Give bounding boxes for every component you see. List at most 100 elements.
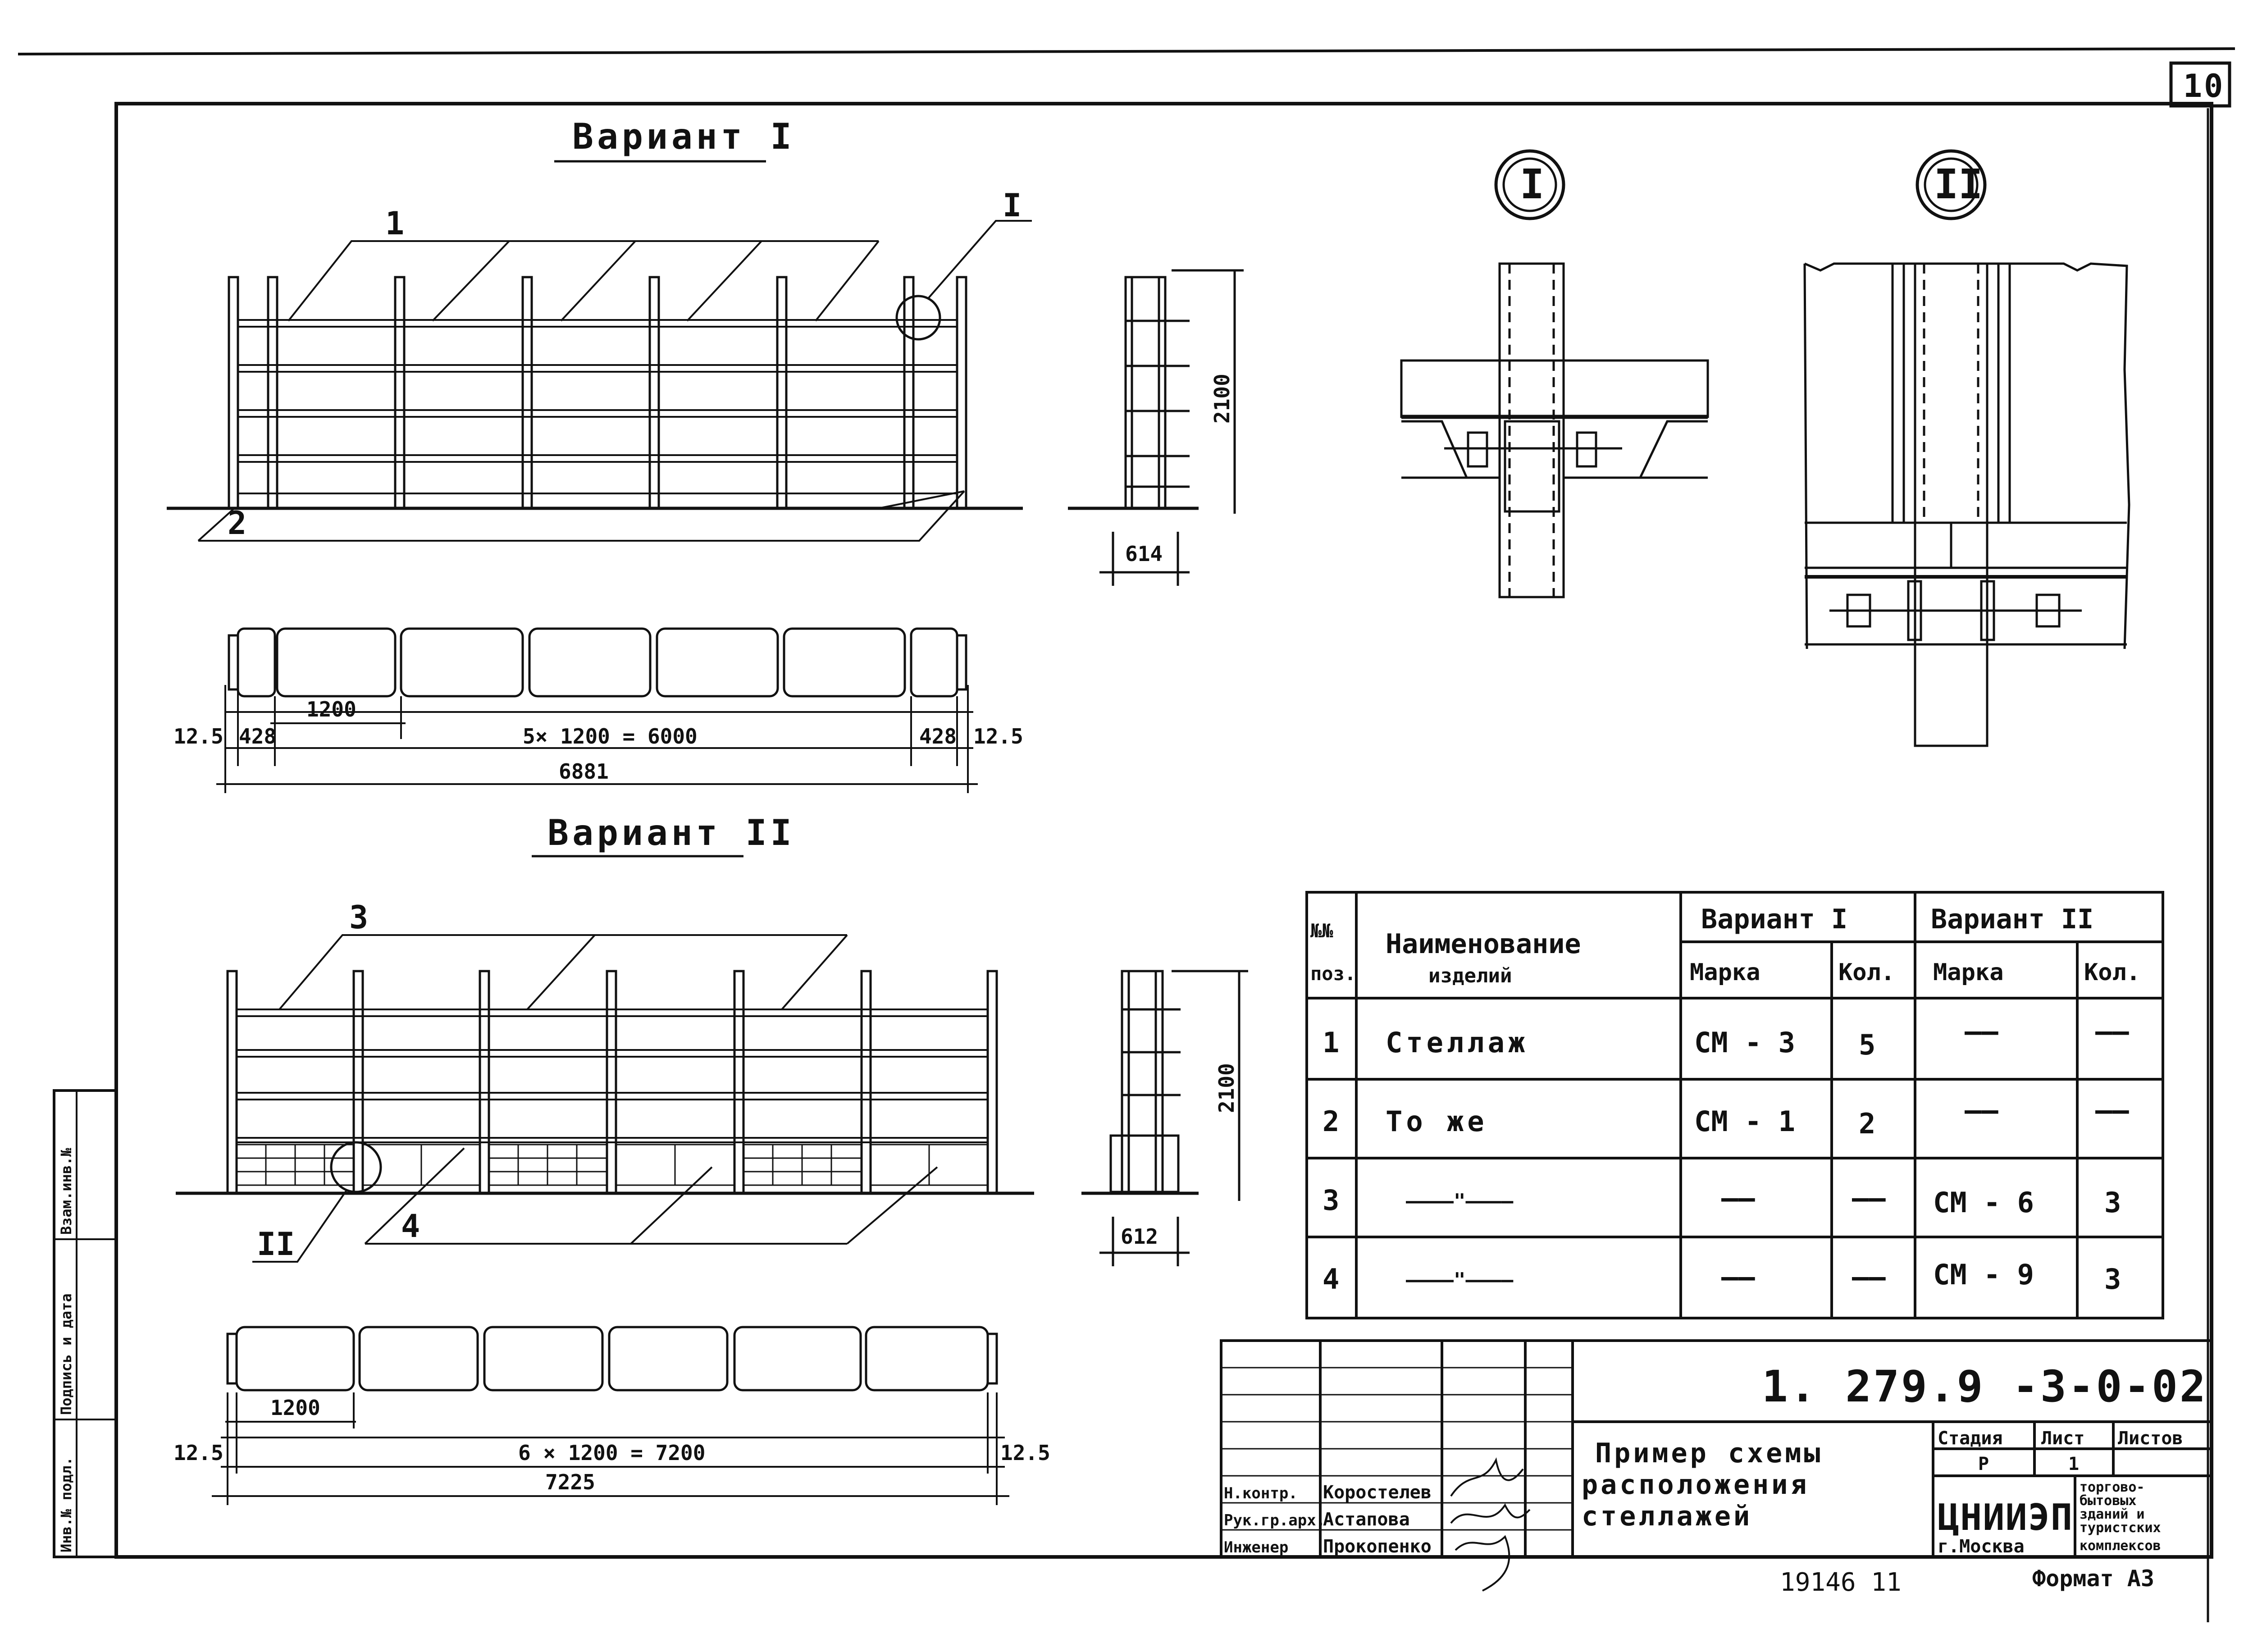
spec-row3-v1-mark: —— <box>1721 1182 1755 1214</box>
v2-callout-3: 3 <box>349 899 368 936</box>
spec-row3-name: ————"———— <box>1406 1190 1514 1213</box>
title-line-2: расположения <box>1582 1469 1809 1501</box>
variant1-side-view <box>1068 269 1244 586</box>
org-dept-1: торгово- <box>2080 1479 2145 1495</box>
sheet-value: 1 <box>2068 1454 2079 1474</box>
org-dept-4: туристских <box>2080 1520 2161 1536</box>
spec-row4-v2-mark: СМ - 9 <box>1933 1258 2034 1291</box>
spec-head-mark-v2: Марка <box>1933 959 2004 986</box>
role-1: Н.контр. <box>1224 1484 1298 1502</box>
org-dept-3: зданий и <box>2080 1506 2145 1522</box>
v2-callout-4: 4 <box>401 1208 420 1245</box>
detail-node-2-label: II <box>1934 161 1983 208</box>
spec-row3-v2-mark: СМ - 6 <box>1933 1186 2034 1219</box>
detail-node-1-label: I <box>1520 161 1544 208</box>
v1-callout-node: I <box>1003 187 1022 224</box>
role-2-name: Астапова <box>1323 1509 1410 1530</box>
title-block-code: 1. 279.9 -3-0-02 <box>1762 1361 2207 1412</box>
detail-node-2 <box>1803 149 2130 747</box>
spec-row2-v1-mark: СМ - 1 <box>1694 1105 1795 1138</box>
spec-table: №№ поз. Наименование изделий Вариант I В… <box>1305 891 2164 1319</box>
role-3-name: Прокопенко <box>1323 1536 1432 1557</box>
spec-row1-pos: 1 <box>1323 1026 1339 1059</box>
spec-row2-pos: 2 <box>1323 1105 1339 1138</box>
format-label: Формат А3 <box>2032 1565 2154 1592</box>
variant2-plan <box>226 1326 998 1392</box>
org-city: г.Москва <box>1938 1536 2025 1557</box>
v1-dim-total: 6881 <box>559 759 609 784</box>
spec-head-mark-v1: Марка <box>1690 959 1760 986</box>
sheet-number-box <box>2169 61 2231 108</box>
v2-callout-node: II <box>257 1226 295 1263</box>
variant2-elevation: Вариант II <box>176 813 1034 1263</box>
side-strip: Инв.№ подл. Подпись и дата Взам.инв.№ <box>53 1089 118 1558</box>
signatures <box>1450 1457 1531 1592</box>
v1-side-height: 2100 <box>1210 374 1234 424</box>
spec-head-name-2: изделий <box>1428 964 1512 987</box>
spec-row4-v2-qty: 3 <box>2104 1263 2121 1296</box>
title-block: 1. 279.9 -3-0-02 Пример схемы расположен… <box>1220 1339 2213 1592</box>
spec-head-qty-v2: Кол. <box>2084 959 2140 986</box>
side-inv-orig: Инв.№ подл. <box>58 1457 75 1552</box>
stage-value: Р <box>1978 1454 1989 1474</box>
spec-row2-v1-qty: 2 <box>1859 1107 1875 1140</box>
spec-head-pos-2: поз. <box>1310 963 1356 985</box>
v2-dim-module: 1200 <box>270 1396 320 1420</box>
org-dept-2: бытовых <box>2080 1493 2136 1509</box>
spec-row3-pos: 3 <box>1323 1184 1339 1217</box>
spec-row1-v1-mark: СМ - 3 <box>1694 1026 1795 1059</box>
spec-head-variant2: Вариант II <box>1931 904 2093 935</box>
spec-row2-v2-qty: —— <box>2095 1094 2129 1127</box>
side-inv-repl: Взам.инв.№ <box>58 1148 75 1235</box>
detail-node-1 <box>1400 149 1709 598</box>
v1-dim-module: 1200 <box>306 697 356 721</box>
variant1-elevation: Вариант I <box>167 117 1032 542</box>
spec-row2-name: То же <box>1386 1105 1488 1138</box>
v2-dim-span: 6 × 1200 = 7200 <box>518 1441 705 1465</box>
spec-row1-v2-mark: —— <box>1965 1015 1998 1048</box>
role-1-name: Коростелев <box>1323 1482 1432 1503</box>
stage-label: Стадия <box>1938 1428 2003 1449</box>
sheets-label: Листов <box>2118 1428 2183 1449</box>
sheet-label: Лист <box>2041 1428 2084 1449</box>
spec-row3-v2-qty: 3 <box>2104 1186 2121 1219</box>
v1-dim-left-end: 428 <box>239 724 276 748</box>
v1-dim-left-gap: 12.5 <box>173 724 223 748</box>
title-line-3: стеллажей <box>1582 1501 1752 1532</box>
spec-row4-name: ————"———— <box>1406 1269 1514 1291</box>
role-3: Инженер <box>1224 1538 1288 1556</box>
spec-head-pos-1: №№ <box>1310 920 1333 942</box>
sheet-number: 10 <box>2183 68 2225 105</box>
spec-head-name-1: Наименование <box>1386 928 1581 960</box>
org-dept-5: комплексов <box>2080 1538 2161 1554</box>
v1-dim-right-gap: 12.5 <box>973 724 1023 748</box>
spec-row4-v1-qty: —— <box>1852 1260 1886 1293</box>
title-line-1: Пример схемы <box>1595 1438 1823 1469</box>
spec-row4-pos: 4 <box>1323 1263 1339 1296</box>
v1-dim-span: 5× 1200 = 6000 <box>523 724 698 748</box>
v1-side-depth: 614 <box>1125 542 1163 566</box>
v2-side-height: 2100 <box>1214 1063 1239 1113</box>
variant2-side-view <box>1081 970 1248 1266</box>
v1-callout-2: 2 <box>228 505 246 542</box>
spec-row1-v2-qty: —— <box>2095 1015 2129 1048</box>
variant1-plan-dims <box>216 685 978 793</box>
v2-dim-left-gap: 12.5 <box>173 1441 223 1465</box>
spec-row1-v1-qty: 5 <box>1859 1028 1875 1061</box>
spec-row1-name: Стеллаж <box>1386 1026 1528 1059</box>
role-2: Рук.гр.арх. <box>1224 1511 1325 1529</box>
spec-head-variant1: Вариант I <box>1701 904 1847 935</box>
side-sign-date: Подпись и дата <box>58 1293 75 1415</box>
org-name: ЦНИИЭП <box>1938 1497 2073 1538</box>
v1-dim-right-end: 428 <box>919 724 957 748</box>
v1-callout-1: 1 <box>385 205 404 242</box>
variant1-title: Вариант I <box>572 117 795 157</box>
v2-dim-right-gap: 12.5 <box>1000 1441 1050 1465</box>
variant2-plan-dims <box>212 1392 1009 1505</box>
spec-row2-v2-mark: —— <box>1965 1094 1998 1127</box>
archive-number: 19146 11 <box>1780 1568 1902 1597</box>
v2-dim-total: 7225 <box>545 1470 595 1494</box>
v2-side-depth: 612 <box>1121 1224 1158 1249</box>
spec-head-qty-v1: Кол. <box>1838 959 1895 986</box>
